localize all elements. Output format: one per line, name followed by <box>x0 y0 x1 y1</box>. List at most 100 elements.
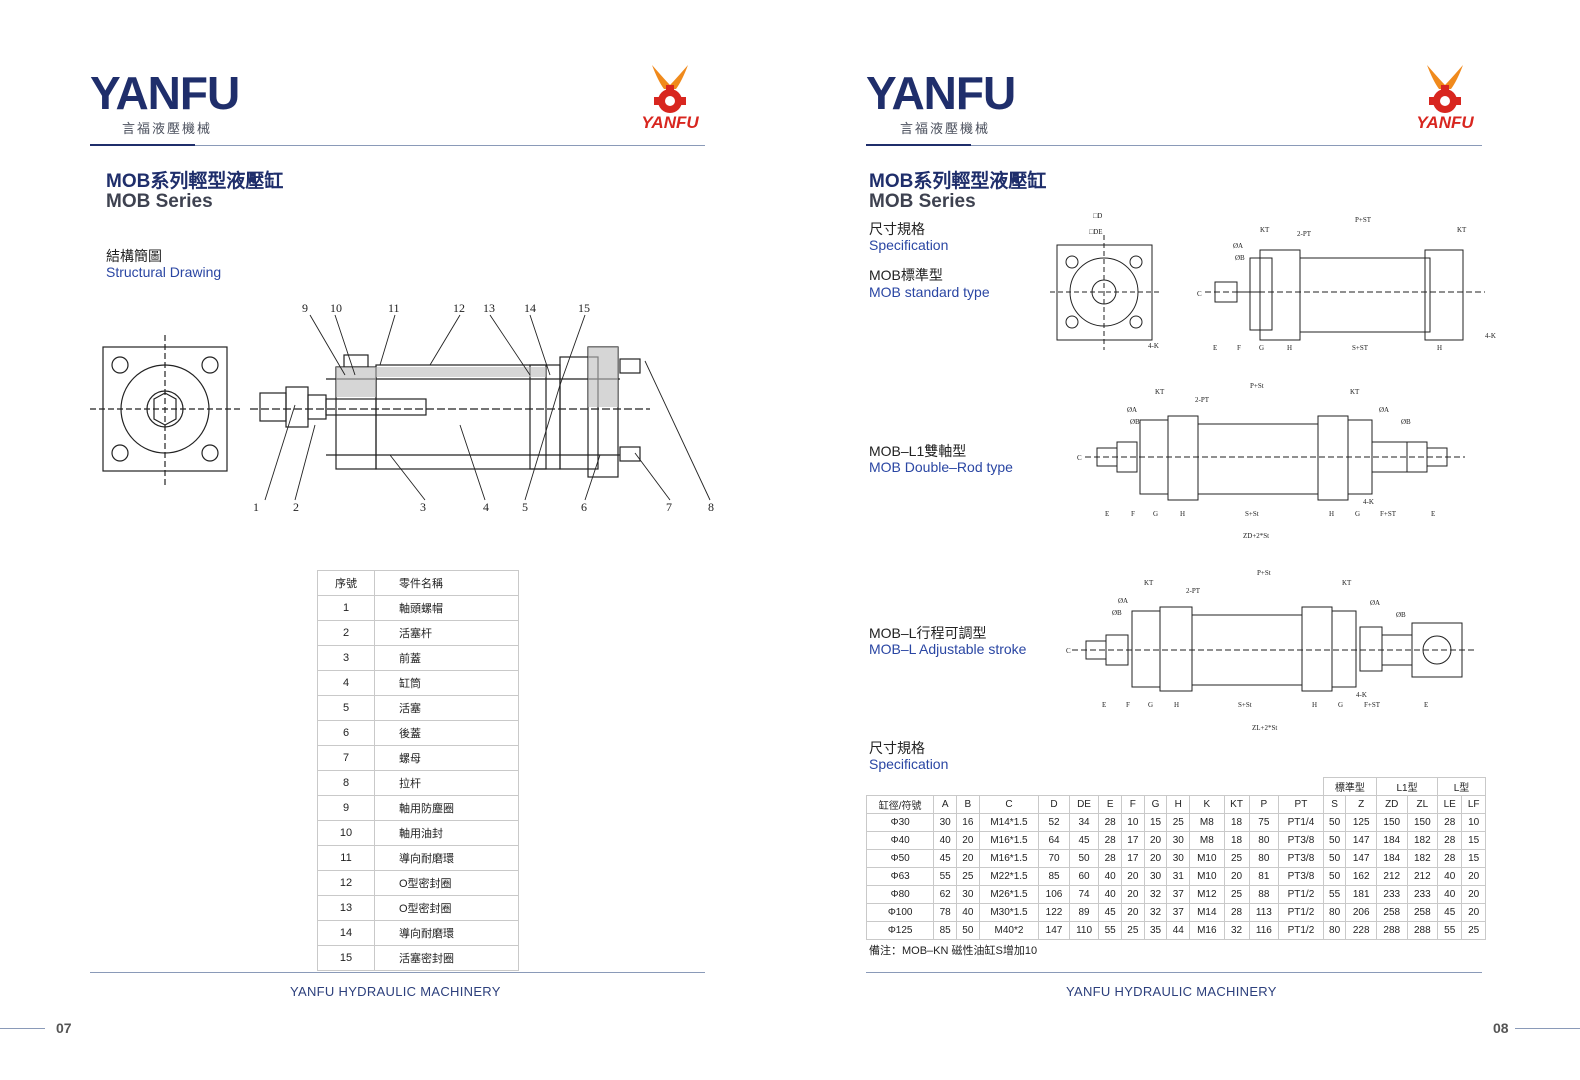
footer-text: YANFU HYDRAULIC MACHINERY <box>1066 984 1277 999</box>
table-cell: 74 <box>1068 885 1100 904</box>
dim-label: KT <box>1457 226 1467 234</box>
part-name-cell: 後蓋 <box>374 720 519 746</box>
part-number-cell: 12 <box>317 870 375 896</box>
table-cell: 20 <box>1461 885 1486 904</box>
callout-label: 9 <box>302 301 308 315</box>
table-cell: 64 <box>1038 831 1070 850</box>
column-header: 缸徑/符號 <box>865 795 935 814</box>
table-cell: 89 <box>1068 903 1100 922</box>
part-number-cell: 9 <box>317 795 375 821</box>
part-number-cell: 14 <box>317 920 375 946</box>
part-number-cell: 2 <box>317 620 375 646</box>
table-cell: M22*1.5 <box>978 867 1040 886</box>
table-cell: 55 <box>1098 921 1122 940</box>
table-cell: 55 <box>1322 885 1347 904</box>
dim-label: ØA <box>1118 597 1128 605</box>
column-header: C <box>978 795 1040 814</box>
table-cell: 45 <box>1098 903 1122 922</box>
table-cell: 32 <box>1143 885 1168 904</box>
part-name-cell: 缸筒 <box>374 670 519 696</box>
dim-label: G <box>1153 510 1158 518</box>
part-number-cell: 15 <box>317 945 375 971</box>
table-cell: M10 <box>1189 849 1225 868</box>
callout-label: 3 <box>420 500 426 514</box>
dim-label: E <box>1424 701 1428 709</box>
callout-label: 1 <box>253 500 259 514</box>
table-cell: 150 <box>1406 813 1439 832</box>
section-title-en: Structural Drawing <box>106 264 222 280</box>
table-cell: 50 <box>956 921 980 940</box>
table-cell: 81 <box>1248 867 1280 886</box>
callout-label: 10 <box>330 301 342 315</box>
footer-text: YANFU HYDRAULIC MACHINERY <box>290 984 501 999</box>
table-cell: 20 <box>1121 885 1145 904</box>
section-title-zh: 結構簡圖 <box>106 248 162 264</box>
column-header: H <box>1166 795 1191 814</box>
table-cell: 25 <box>956 867 980 886</box>
dim-label: F <box>1237 344 1241 352</box>
table-cell: 80 <box>1248 831 1280 850</box>
column-header: 零件名稱 <box>374 570 519 596</box>
column-header: ZL <box>1406 795 1439 814</box>
brand-subtitle: 言福液壓機械 <box>122 121 213 136</box>
table-cell: 88 <box>1248 885 1280 904</box>
type-adjustable-zh: MOB–L行程可調型 <box>869 625 987 641</box>
dim-label: G <box>1259 344 1264 352</box>
dim-label: ØB <box>1130 418 1140 426</box>
page-number: 08 <box>1493 1020 1509 1036</box>
table-cell: 25 <box>1223 885 1250 904</box>
table-cell: PT3/8 <box>1278 831 1324 850</box>
part-name-cell: O型密封圈 <box>374 895 519 921</box>
callout-label: 11 <box>388 301 400 315</box>
page-title-zh: MOB系列輕型液壓缸 <box>106 171 284 192</box>
page-title-zh: MOB系列輕型液壓缸 <box>869 171 1047 192</box>
type-double-rod-en: MOB Double–Rod type <box>869 459 1013 475</box>
dim-label: E <box>1213 344 1217 352</box>
dim-label: ØB <box>1401 418 1411 426</box>
logo-icon <box>1427 65 1463 113</box>
table-cell: 50 <box>1068 849 1100 868</box>
table-cell: 30 <box>1143 867 1168 886</box>
dim-label: F+ST <box>1380 510 1397 518</box>
table-cell: 75 <box>1248 813 1280 832</box>
table-cell: 34 <box>1068 813 1100 832</box>
table-cell: 30 <box>1166 849 1191 868</box>
part-number-cell: 8 <box>317 770 375 796</box>
dim-label: C <box>1077 454 1082 462</box>
table-cell: M26*1.5 <box>978 885 1040 904</box>
spec-table-title-zh: 尺寸規格 <box>869 740 925 756</box>
bore-size-cell: Φ100 <box>865 903 935 922</box>
page-number-rule <box>1515 1028 1580 1029</box>
dim-label: P+ST <box>1355 216 1372 224</box>
type-standard-zh: MOB標準型 <box>869 267 943 283</box>
part-number-cell: 13 <box>317 895 375 921</box>
table-cell: 20 <box>1143 849 1168 868</box>
bore-size-cell: Φ40 <box>865 831 935 850</box>
table-cell: 212 <box>1375 867 1408 886</box>
table-cell: 50 <box>1322 831 1347 850</box>
table-cell: 45 <box>1437 903 1463 922</box>
part-name-cell: 前蓋 <box>374 645 519 671</box>
callout-label: 2 <box>293 500 299 514</box>
dim-label: H <box>1312 701 1317 709</box>
dim-label: F <box>1131 510 1135 518</box>
dim-label: ØA <box>1379 406 1389 414</box>
table-cell: 18 <box>1223 831 1250 850</box>
part-number-cell: 3 <box>317 645 375 671</box>
group-header: 標準型 <box>1322 777 1377 796</box>
logo-icon <box>652 65 688 113</box>
group-header: L型 <box>1437 777 1486 796</box>
table-cell: 50 <box>1322 813 1347 832</box>
table-cell: 40 <box>1098 867 1122 886</box>
part-name-cell: 軸用防塵圈 <box>374 795 519 821</box>
dim-label: H <box>1287 344 1292 352</box>
dim-label: C <box>1066 647 1071 655</box>
table-cell: 30 <box>956 885 980 904</box>
column-header: S <box>1322 795 1347 814</box>
